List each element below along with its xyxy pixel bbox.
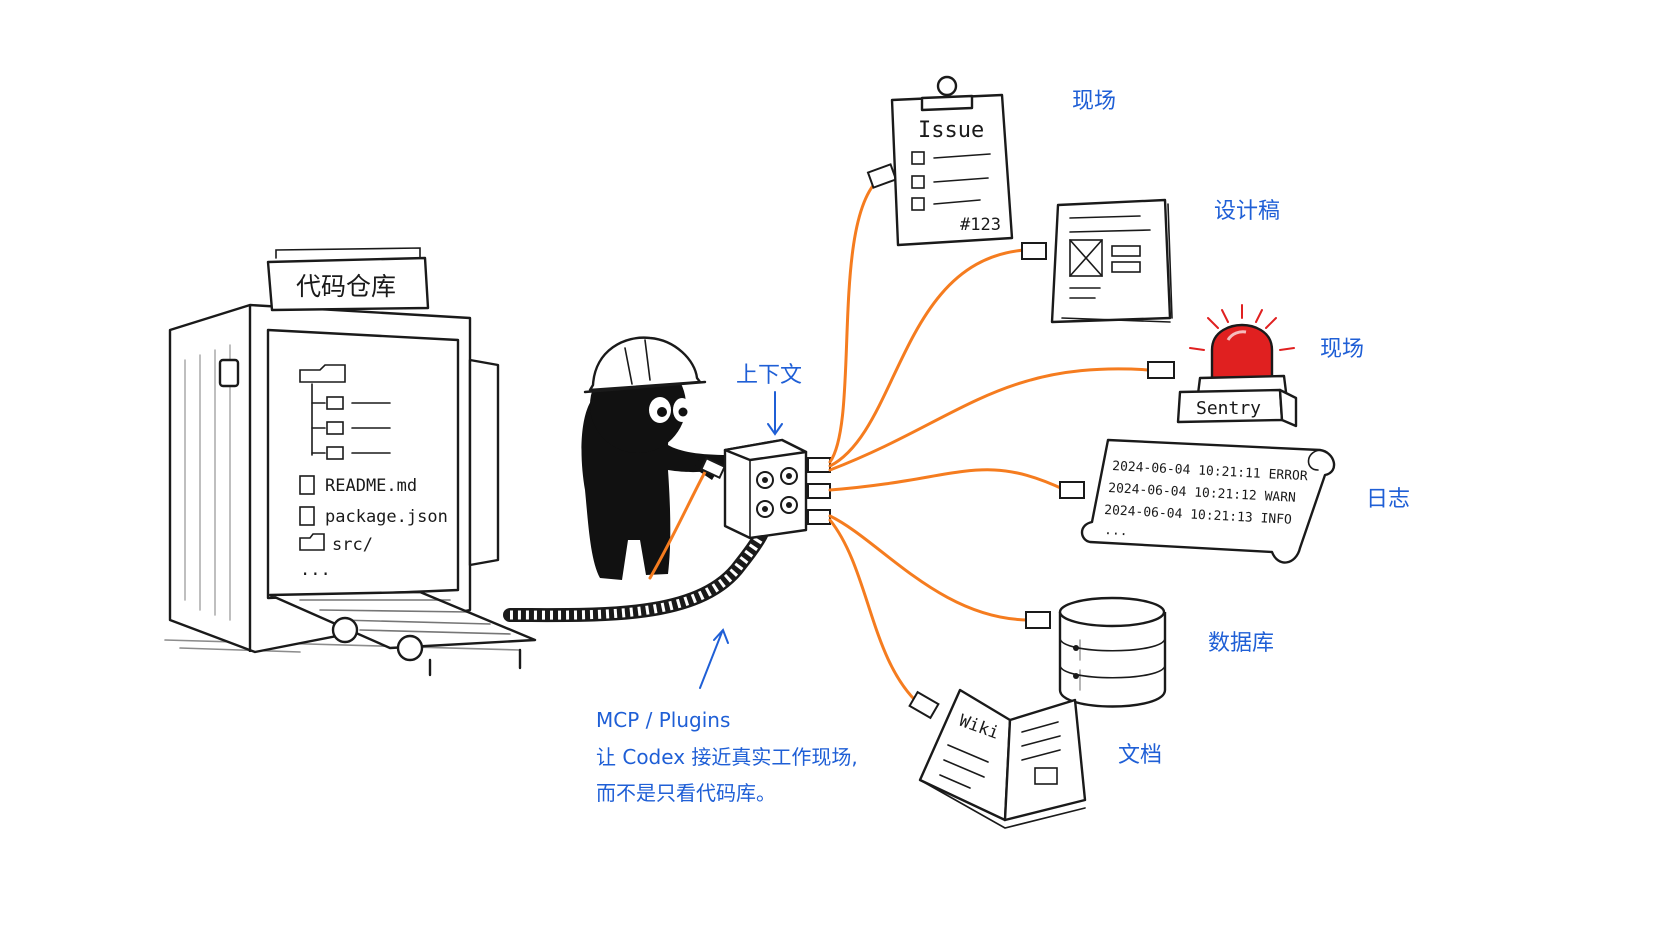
file-ellipsis: ... bbox=[300, 560, 331, 580]
cable-logs bbox=[830, 470, 1065, 490]
issue-label: 现场 bbox=[1072, 89, 1116, 114]
code-repository: 代码仓库 README.md package.json src/ ... bbox=[165, 248, 535, 675]
cable-sentry bbox=[830, 369, 1150, 470]
hard-hat-icon bbox=[585, 338, 705, 392]
cable-design bbox=[830, 250, 1025, 466]
sentry-label: 现场 bbox=[1320, 337, 1364, 362]
design-label: 设计稿 bbox=[1214, 199, 1280, 224]
cable-database bbox=[830, 516, 1030, 620]
caption-line-1: MCP / Plugins bbox=[596, 708, 730, 732]
caption-arrow-icon bbox=[700, 630, 728, 688]
cabinet-handle bbox=[220, 360, 238, 386]
sentry-alarm: Sentry bbox=[1178, 305, 1296, 426]
wiki-book: Wiki bbox=[920, 690, 1085, 828]
design-sheet bbox=[1052, 200, 1172, 322]
sentry-badge: Sentry bbox=[1196, 398, 1261, 419]
log-line: ... bbox=[1104, 523, 1128, 539]
file-readme: README.md bbox=[325, 476, 417, 496]
database-icon bbox=[1060, 598, 1165, 707]
database-label: 数据库 bbox=[1208, 631, 1274, 656]
repository-sign: 代码仓库 bbox=[268, 248, 428, 310]
caption-line-3: 而不是只看代码库。 bbox=[596, 781, 776, 805]
issue-number: #123 bbox=[960, 215, 1001, 235]
issue-clipboard: Issue #123 bbox=[892, 77, 1012, 245]
log-scroll: 2024-06-04 10:21:11 ERROR 2024-06-04 10:… bbox=[1082, 440, 1334, 563]
caption-line-2: 让 Codex 接近真实工作现场, bbox=[596, 745, 858, 769]
repository-sign-text: 代码仓库 bbox=[296, 272, 396, 301]
logs-label: 日志 bbox=[1366, 487, 1410, 512]
hub-label-arrow-icon bbox=[768, 392, 782, 434]
file-package-json: package.json bbox=[325, 507, 448, 527]
folder-src: src/ bbox=[332, 535, 373, 555]
issue-title: Issue bbox=[918, 118, 984, 143]
hub-label: 上下文 bbox=[736, 363, 802, 388]
docs-label: 文档 bbox=[1118, 743, 1162, 768]
